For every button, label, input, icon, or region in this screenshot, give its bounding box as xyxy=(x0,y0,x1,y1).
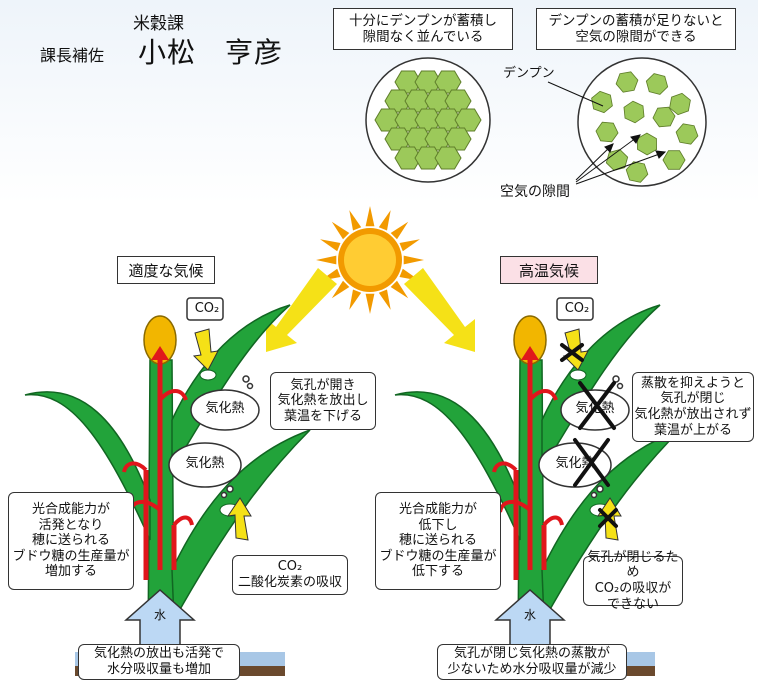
person-name: 小松 亨彦 xyxy=(138,36,284,69)
left-heat-upper: 気化熱 xyxy=(205,401,245,416)
left-heat-lower: 気化熱 xyxy=(185,456,225,471)
left-co2-top: CO₂ xyxy=(194,301,220,316)
job-title: 課長補佐 xyxy=(40,46,105,65)
right-co2-note: 気孔が閉じるため CO₂の吸収が できない xyxy=(583,550,683,612)
left-water-note: 気化熱の放出も活発で 水分吸収量も増加 xyxy=(78,644,240,680)
air-gap-label: 空気の隙間 xyxy=(500,184,570,200)
right-header: 高温気候 xyxy=(500,256,598,284)
right-co2-top: CO₂ xyxy=(564,301,590,316)
left-co2-note: CO₂ 二酸化炭素の吸収 xyxy=(232,555,348,595)
starch-diagram xyxy=(365,57,707,187)
right-heat-upper: 気化熱 xyxy=(575,401,615,416)
right-photo-note: 光合成能力が 低下し 穂に送られる ブドウ糖の生産量が 低下する xyxy=(375,492,501,590)
starch-good-caption: 十分にデンプンが蓄積し 隙間なく並んでいる xyxy=(333,8,513,50)
left-photo-note: 光合成能力が 活発となり 穂に送られる ブドウ糖の生産量が 増加する xyxy=(8,492,134,590)
right-heat-lower: 気化熱 xyxy=(555,456,595,471)
right-stomata-note: 蒸散を抑えようと 気孔が閉じ 気化熱が放出されず 葉温が上がる xyxy=(632,372,754,442)
left-water-label: 水 xyxy=(153,608,166,622)
right-water-note: 気孔が閉じ気化熱の蒸散が 少ないため水分吸収量が減少 xyxy=(437,644,627,680)
sun-icon xyxy=(316,206,424,314)
left-stomata-note: 気孔が開き 気化熱を放出し 葉温を下げる xyxy=(270,372,376,430)
department-label: 米穀課 xyxy=(133,14,184,34)
starch-label: デンプン xyxy=(503,66,555,81)
right-water-label: 水 xyxy=(523,608,536,622)
left-header: 適度な気候 xyxy=(117,256,215,284)
starch-bad-caption: デンプンの蓄積が足りないと 空気の隙間ができる xyxy=(536,8,736,50)
